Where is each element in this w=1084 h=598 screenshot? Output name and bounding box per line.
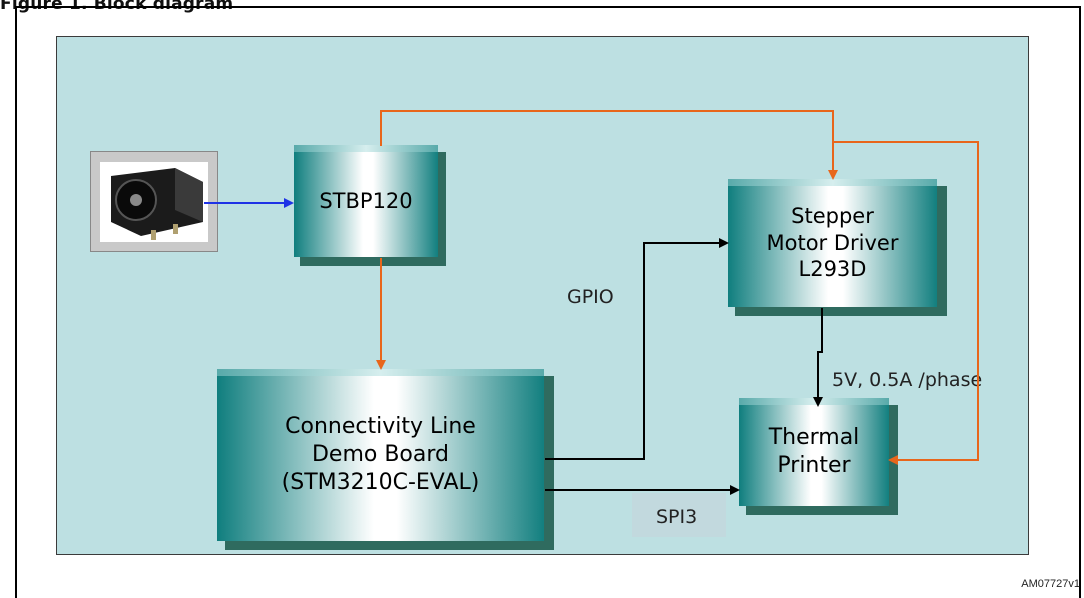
power-to-thermal-arrow (833, 141, 979, 465)
spi-label-background (632, 493, 726, 537)
stepper-label-line1: Stepper (791, 203, 874, 228)
power-spec-label: 5V, 0.5A /phase (832, 369, 983, 391)
stepper-label-line2: Motor Driver (766, 230, 899, 255)
stbp120-label: STBP120 (319, 188, 413, 213)
gpio-label: GPIO (567, 286, 614, 308)
dc-power-jack-icon (90, 151, 218, 252)
connectivity-demo-board-block: Connectivity Line Demo Board (STM3210C-E… (217, 369, 544, 541)
spi3-label: SPI3 (656, 506, 698, 528)
stbp120-block: STBP120 (294, 145, 438, 257)
figure-frame (15, 6, 1081, 598)
stepper-label-line3: L293D (798, 257, 867, 282)
demo-label-line2: Demo Board (311, 441, 449, 467)
figure-code: AM07727v1 (1021, 578, 1080, 590)
demo-label-line3: (STM3210C-EVAL) (281, 470, 480, 496)
thermal-label-line2: Printer (777, 453, 851, 478)
demo-label-line1: Connectivity Line (285, 413, 476, 439)
thermal-label-line1: Thermal (768, 424, 860, 450)
stepper-motor-driver-block: Stepper Motor Driver L293D (728, 179, 937, 307)
stepper-to-thermal-arrow (813, 308, 823, 407)
stbp-to-stepper-arrow (380, 110, 838, 180)
gpio-arrow (545, 238, 729, 460)
